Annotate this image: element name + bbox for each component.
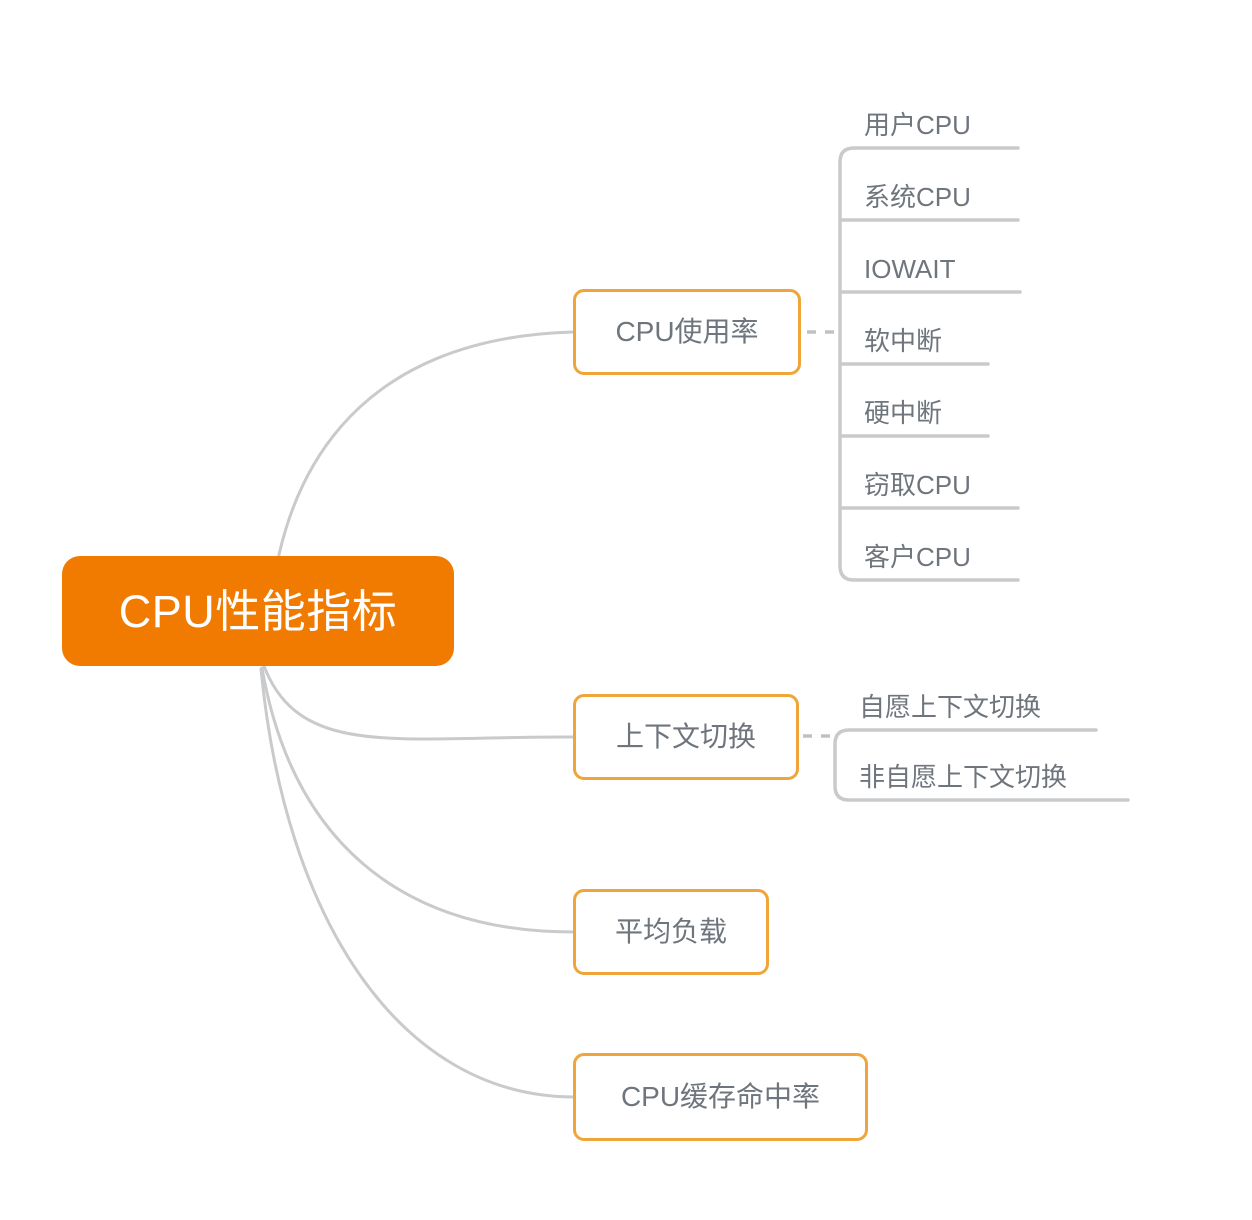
branch-node-cpu-usage[interactable]: CPU使用率: [573, 289, 801, 375]
branch-node-label: CPU使用率: [615, 316, 759, 347]
leaf-item-label: 用户CPU: [864, 110, 971, 140]
branch-node-cache-hit-rate[interactable]: CPU缓存命中率: [573, 1053, 868, 1141]
leaf-item-label: 非自愿上下文切换: [859, 762, 1068, 792]
leaf-spine-cpu-usage: [838, 146, 1020, 582]
leaf-item-label: 硬中断: [864, 398, 943, 428]
leaf-item-label: 软中断: [864, 326, 943, 356]
leaf-item-label: 窃取CPU: [864, 470, 971, 500]
root-edge-2: [260, 666, 575, 934]
branch-node-label: CPU缓存命中率: [620, 1081, 821, 1112]
leaf-item-label: 自愿上下文切换: [859, 692, 1042, 722]
leaf-item-label: 系统CPU: [864, 182, 971, 212]
branch-node-label: 上下文切换: [615, 721, 756, 752]
root-node-label: CPU性能指标: [118, 585, 398, 637]
branch-node-load-average[interactable]: 平均负载: [573, 889, 769, 975]
root-connector-curves: [259, 330, 575, 1099]
branch-dashed-connectors: [803, 330, 838, 738]
root-edge-1: [262, 664, 575, 741]
branch-node-context-switch[interactable]: 上下文切换: [573, 694, 799, 780]
leaf-item-label: 客户CPU: [864, 542, 971, 572]
root-node[interactable]: CPU性能指标: [62, 556, 454, 666]
branch-node-label: 平均负载: [614, 916, 727, 947]
root-edge-3: [259, 667, 575, 1099]
leaf-item-label: IOWAIT: [864, 254, 956, 284]
